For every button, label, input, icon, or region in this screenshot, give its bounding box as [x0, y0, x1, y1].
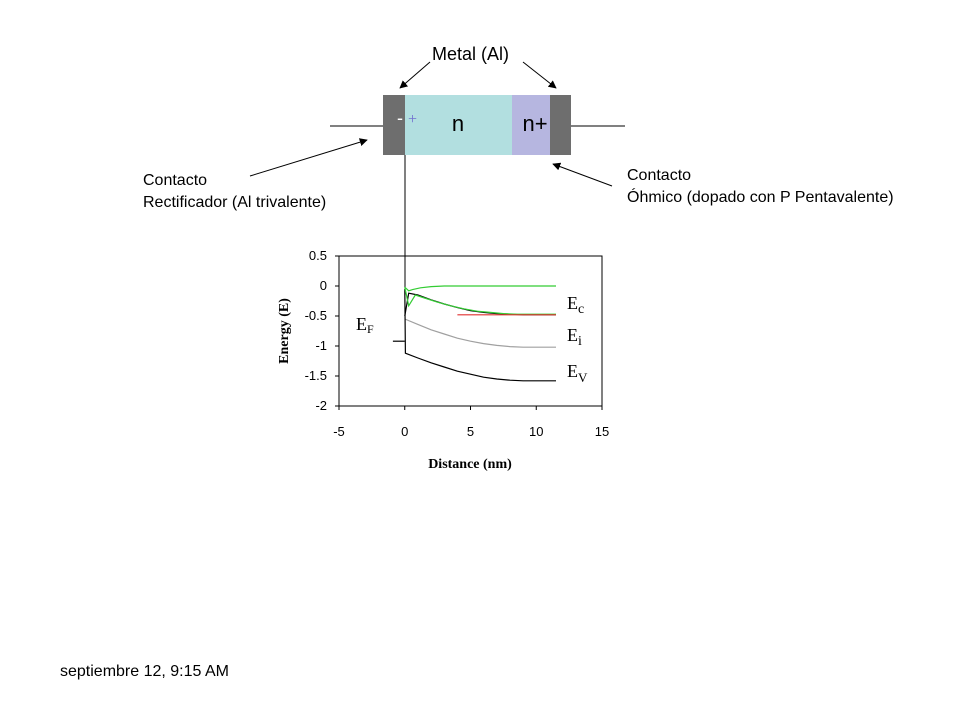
minus-charge-sign: - [397, 108, 403, 128]
y-tick-label: -1 [315, 338, 327, 353]
x-tick-label: 0 [401, 424, 408, 439]
ev-label: EV [567, 361, 588, 385]
rectifier-contact-line-2: Rectificador (Al trivalente) [143, 194, 327, 211]
metal-arrow-left [399, 61, 431, 89]
series-ev-line [404, 288, 556, 382]
nplus-region [512, 95, 550, 155]
y-tick-label: -0.5 [305, 308, 327, 323]
ohmic-contact-line-2: Óhmico (dopado con P Pentavalente) [627, 189, 894, 206]
plot-frame [338, 255, 603, 407]
rectifier-contact-line-1: Contacto [143, 172, 208, 189]
x-ticks: -5 0 5 10 15 [333, 406, 609, 439]
series-ei-line [404, 318, 556, 348]
series-green-upper-line [404, 285, 556, 292]
n-region-label: n [452, 111, 464, 136]
left-metal-contact [383, 95, 405, 155]
series-green-lower-line [404, 287, 556, 315]
nplus-region-label: n+ [522, 111, 547, 136]
ef-label: EF [356, 314, 374, 336]
x-tick-label: 15 [595, 424, 609, 439]
ohmic-contact-line-1: Contacto [627, 167, 692, 184]
rectifier-arrow [249, 138, 368, 177]
x-tick-label: -5 [333, 424, 345, 439]
x-tick-label: 5 [467, 424, 474, 439]
y-axis-label: Energy (E) [277, 298, 292, 364]
footer-timestamp: septiembre 12, 9:15 AM [60, 663, 229, 680]
y-ticks: 0.5 0 -0.5 -1 -1.5 -2 [305, 248, 339, 413]
annotation-arrows [249, 61, 613, 187]
plus-charge-sign: + [408, 111, 417, 128]
metal-arrow-right [522, 61, 557, 89]
right-metal-contact [550, 95, 571, 155]
semiconductor-device: - + n n+ [330, 95, 625, 288]
x-axis-label: Distance (nm) [428, 457, 512, 472]
y-tick-label: -1.5 [305, 368, 327, 383]
metal-label: Metal (Al) [432, 44, 510, 64]
n-region [405, 95, 512, 155]
series-ec-line [404, 292, 556, 317]
y-tick-label: 0 [320, 278, 327, 293]
y-tick-label: 0.5 [309, 248, 327, 263]
ohmic-arrow [552, 162, 613, 187]
band-series [392, 285, 556, 382]
y-tick-label: -2 [315, 398, 327, 413]
ec-label: Ec [567, 293, 584, 317]
x-tick-label: 10 [529, 424, 543, 439]
ei-label: Ei [567, 325, 582, 349]
band-legend-labels: EF Ec Ei EV [356, 293, 588, 385]
